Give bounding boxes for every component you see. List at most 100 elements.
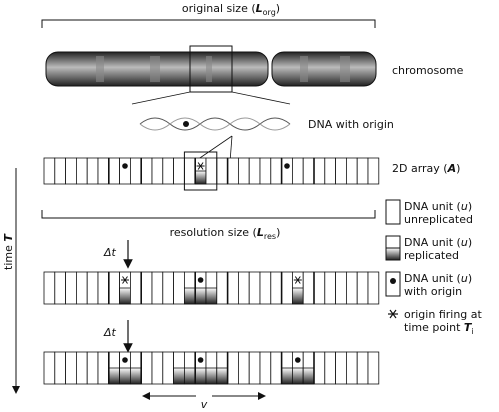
array-cell xyxy=(173,157,185,185)
origin-dot xyxy=(183,121,189,127)
array-cell xyxy=(302,271,315,305)
replicated-cell xyxy=(291,367,304,385)
array-cell xyxy=(367,271,380,305)
array-cell xyxy=(313,351,326,385)
array-cell xyxy=(216,157,229,185)
array-cell xyxy=(302,157,315,185)
array-cell xyxy=(129,157,142,185)
legend-firing-star-icon xyxy=(388,309,398,319)
array-cell xyxy=(259,271,272,305)
origin-firing-star-icon xyxy=(121,276,129,284)
array-row-3 xyxy=(43,351,380,385)
array-cell xyxy=(227,271,239,305)
array-cell xyxy=(183,157,196,185)
array-cell xyxy=(86,157,99,185)
chromosome-shape xyxy=(45,45,377,93)
array-cell xyxy=(356,351,369,385)
zoom-box xyxy=(189,45,233,93)
array-cell xyxy=(313,271,326,305)
array-cell xyxy=(335,271,347,305)
array-cell xyxy=(324,157,336,185)
replicated-cell xyxy=(173,367,185,385)
array-cell xyxy=(65,271,77,305)
array-cell xyxy=(259,351,272,385)
replicated-cell xyxy=(108,367,121,385)
legend-origin-line2: with origin xyxy=(404,285,462,298)
array-cell xyxy=(162,271,175,305)
replicated-cell xyxy=(194,170,207,185)
array-cell xyxy=(259,157,272,185)
array-cell xyxy=(76,271,88,305)
legend-replicated-line2: replicated xyxy=(404,249,459,262)
array-row-1 xyxy=(43,151,380,191)
array-cell xyxy=(270,157,282,185)
array-cell xyxy=(227,157,239,185)
array-cell xyxy=(324,351,336,385)
array-cell xyxy=(205,157,218,185)
replicated-cell xyxy=(183,287,196,305)
array-cell xyxy=(345,351,358,385)
array-cell xyxy=(151,157,164,185)
array-cell xyxy=(43,271,56,305)
origin-dot-icon xyxy=(295,357,301,363)
array-cell xyxy=(140,351,153,385)
legend-unreplicated-line1: DNA unit (u) xyxy=(404,200,472,213)
array-cell xyxy=(140,271,153,305)
array-cell xyxy=(291,157,304,185)
array-cell xyxy=(97,271,110,305)
dna-helix xyxy=(139,117,291,131)
array-cell xyxy=(65,157,77,185)
replicated-cell xyxy=(183,367,196,385)
array-cell xyxy=(345,271,358,305)
array-cell xyxy=(335,157,347,185)
velocity-label: v xyxy=(201,398,208,411)
legend-firing-line2: time point Ti xyxy=(404,321,474,336)
array-cell xyxy=(216,271,229,305)
replicated-cell xyxy=(194,367,207,385)
replicated-cell xyxy=(205,287,218,305)
array-cell xyxy=(140,157,153,185)
array-cell xyxy=(356,271,369,305)
replicated-cell xyxy=(194,287,207,305)
replicated-cell xyxy=(129,367,142,385)
array-cell xyxy=(54,271,66,305)
array-cell xyxy=(281,271,293,305)
array-cell xyxy=(108,157,121,185)
legend-unreplicated-swatch xyxy=(385,199,401,225)
legend-origin-dot-icon xyxy=(390,278,396,284)
origin-dot-icon xyxy=(197,277,204,283)
array-cell xyxy=(356,157,369,185)
resolution-size-label: resolution size (Lres) xyxy=(170,226,281,241)
delta-t-label-1: Δt xyxy=(103,246,117,259)
array-cell xyxy=(345,157,358,185)
original-size-bracket xyxy=(41,19,376,28)
chromosome-label: chromosome xyxy=(392,64,464,77)
replicated-cell xyxy=(205,367,218,385)
array-cell xyxy=(97,157,110,185)
replicated-cell xyxy=(291,287,304,305)
array-cell xyxy=(367,351,380,385)
zoom-detail-box xyxy=(183,151,218,191)
time-axis-label: time T xyxy=(2,233,15,270)
replicated-cell xyxy=(119,287,131,305)
origin-dot-icon xyxy=(197,357,204,363)
array-cell xyxy=(54,157,66,185)
array-cell xyxy=(248,351,261,385)
array-cell xyxy=(335,351,347,385)
array-cell xyxy=(270,351,282,385)
replicated-cell xyxy=(302,367,315,385)
array-cell xyxy=(162,157,175,185)
replicated-cell xyxy=(119,367,131,385)
array-cell xyxy=(76,157,88,185)
array-cell xyxy=(97,351,110,385)
array-cell xyxy=(281,157,293,185)
array-cell xyxy=(119,157,131,185)
origin-dot-icon xyxy=(284,163,290,169)
replicated-cell xyxy=(281,367,293,385)
array-cell xyxy=(65,351,77,385)
origin-dot-icon xyxy=(122,163,128,169)
array-cell xyxy=(54,351,66,385)
array-cell xyxy=(237,157,250,185)
array-cell xyxy=(248,157,261,185)
array-cell xyxy=(43,351,56,385)
